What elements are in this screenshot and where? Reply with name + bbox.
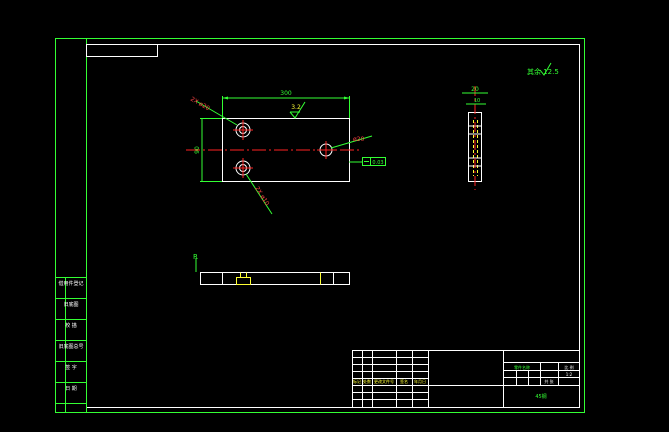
left-row-1: 旧底图	[63, 301, 78, 308]
outer-frame	[55, 38, 585, 413]
left-row-0: 借用件登记	[58, 280, 83, 287]
title-block: 标记 处数 更改文件号 签名 年月日 零件名称 比 例 1:2 共 张 45钢	[352, 350, 580, 408]
leader-hole-b	[245, 173, 273, 215]
left-row-5: 日 期	[65, 386, 77, 392]
left-row-3: 旧底图总号	[58, 343, 83, 350]
leader-hole-a	[195, 100, 238, 126]
tolerance-frame	[362, 157, 386, 166]
tolerance-value: 0.03	[372, 160, 383, 166]
left-row-2: 校 描	[65, 322, 77, 329]
leader-hole-c	[330, 135, 373, 149]
tb-label-change: 更改文件号	[374, 378, 394, 384]
drawing-code-box	[86, 44, 158, 57]
tb-label-mark: 标记	[353, 378, 361, 384]
side-view: 20 10	[462, 86, 488, 190]
side-dim-sub-text: 10	[474, 98, 480, 104]
roughness-note-text: 其余 12.5	[527, 67, 559, 76]
tb-scale-value: 1:2	[566, 372, 573, 377]
tb-label-count: 处数	[363, 378, 371, 384]
roughness-value: 3.2	[291, 104, 301, 111]
general-roughness-note: 其余 12.5	[527, 62, 559, 76]
bottom-view: R	[193, 253, 350, 285]
section-marker-label: R	[193, 253, 198, 261]
tb-sheet-label: 共 张	[544, 378, 553, 384]
roughness-note-symbol	[539, 62, 552, 76]
bottom-view-outline	[200, 272, 350, 285]
tb-material: 45钢	[535, 393, 546, 400]
dim-width-arrow-left	[222, 96, 228, 100]
left-registration-block: 借用件登记 旧底图 校 描 旧底图总号 签 字 日 期	[55, 277, 87, 413]
roughness-symbol	[289, 101, 306, 119]
side-dim-top-text: 20	[471, 86, 479, 93]
dim-width-arrow-right	[344, 96, 350, 100]
dim-height-text: 90	[194, 146, 201, 154]
dim-width-text: 300	[280, 90, 292, 97]
hole-label-c: ø20	[353, 136, 364, 143]
bottom-view-slot	[236, 277, 251, 285]
tb-label-date: 年月日	[414, 378, 426, 384]
tb-scale-label: 比 例	[564, 364, 573, 370]
tb-part-name: 零件名称	[514, 364, 530, 370]
left-row-4: 签 字	[65, 364, 77, 371]
tb-label-sign: 签名	[400, 378, 408, 384]
